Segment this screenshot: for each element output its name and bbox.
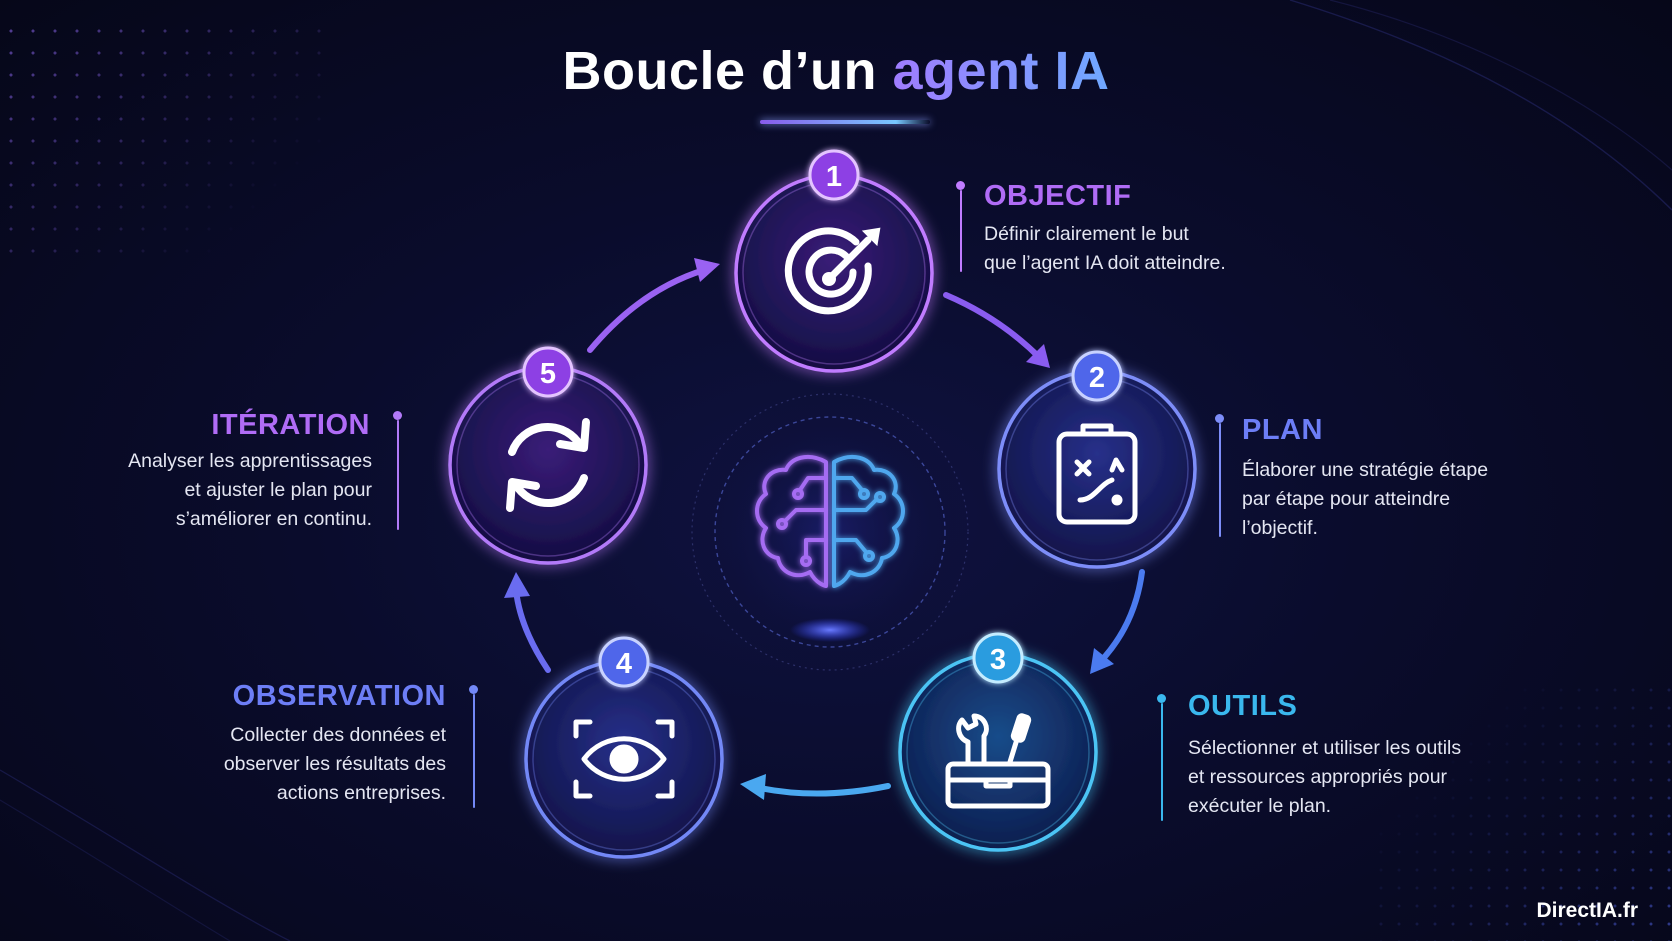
step-5-marker-line bbox=[396, 420, 399, 530]
center-hub bbox=[690, 392, 970, 672]
step-3-marker-dot bbox=[1157, 694, 1166, 703]
step-4-marker-dot bbox=[469, 685, 478, 694]
title-underline bbox=[760, 120, 930, 124]
step-1-description: Définir clairement le but que l’agent IA… bbox=[984, 220, 1226, 278]
decorative-curve bbox=[0, 769, 291, 941]
step-3-number: 3 bbox=[990, 644, 1006, 676]
eye-scan-icon bbox=[573, 719, 675, 799]
step-4-marker-line bbox=[472, 694, 475, 808]
step-4-number: 4 bbox=[616, 648, 632, 680]
step-5-node bbox=[448, 365, 648, 565]
brand-logo: DirectIA.fr bbox=[1536, 899, 1638, 922]
step-2-description: Élaborer une stratégie étape par étape p… bbox=[1242, 456, 1488, 543]
step-4-desc-line: observer les résultats des bbox=[223, 753, 446, 775]
step-2-desc-line: l’objectif. bbox=[1242, 517, 1318, 539]
step-3-desc-line: exécuter le plan. bbox=[1188, 795, 1332, 817]
toolbox-icon bbox=[945, 713, 1051, 809]
step-3-desc-line: et ressources appropriés pour bbox=[1188, 766, 1448, 788]
decorative-dots-bottom-right bbox=[1372, 681, 1672, 941]
step-2-number: 2 bbox=[1089, 362, 1105, 394]
step-4-title: OBSERVATION bbox=[232, 680, 446, 712]
arrow-2-to-3 bbox=[1090, 569, 1145, 674]
arrow-4-to-5 bbox=[504, 572, 551, 673]
step-5-number: 5 bbox=[540, 358, 556, 390]
step-3-marker-line bbox=[1160, 703, 1163, 821]
step-5-badge: 5 bbox=[522, 346, 574, 398]
refresh-cycle-icon bbox=[506, 418, 590, 512]
step-3-badge: 3 bbox=[972, 632, 1024, 684]
step-4-description: Collecter des données et observer les ré… bbox=[224, 721, 446, 808]
decorative-curve bbox=[0, 799, 231, 941]
step-4-desc-line: actions entreprises. bbox=[276, 782, 446, 804]
step-3-title: OUTILS bbox=[1188, 690, 1298, 722]
step-3-desc-line: Sélectionner et utiliser les outils bbox=[1188, 737, 1462, 759]
decorative-curve bbox=[1289, 0, 1672, 211]
step-1-title: OBJECTIF bbox=[984, 180, 1132, 212]
target-arrow-icon bbox=[784, 227, 881, 315]
decorative-dots-top-left bbox=[0, 20, 330, 260]
step-1-number: 1 bbox=[826, 161, 842, 193]
step-5-desc-line: et ajuster le plan pour bbox=[184, 479, 372, 501]
step-2-marker-dot bbox=[1215, 414, 1224, 423]
arrow-5-to-1 bbox=[587, 258, 720, 353]
brain-circuit-icon bbox=[755, 454, 905, 588]
step-1-badge: 1 bbox=[808, 149, 860, 201]
step-1-marker-dot bbox=[956, 181, 965, 190]
step-2-desc-line: Élaborer une stratégie étape bbox=[1242, 459, 1489, 481]
step-1-desc-line: Définir clairement le but bbox=[984, 223, 1189, 245]
page-title: Boucle d’un agent IA bbox=[0, 40, 1672, 102]
title-main: Boucle d’un bbox=[562, 41, 877, 101]
title-accent: agent IA bbox=[892, 41, 1110, 101]
step-2-title: PLAN bbox=[1242, 414, 1323, 446]
arrow-1-to-2 bbox=[943, 292, 1050, 368]
clipboard-strategy-icon bbox=[1056, 423, 1138, 525]
step-4-badge: 4 bbox=[598, 636, 650, 688]
step-4-desc-line: Collecter des données et bbox=[230, 724, 446, 746]
step-2-node bbox=[997, 369, 1197, 569]
step-5-description: Analyser les apprentissages et ajuster l… bbox=[128, 447, 372, 534]
decorative-curve bbox=[1329, 0, 1672, 171]
step-5-desc-line: s’améliorer en continu. bbox=[175, 508, 372, 530]
step-5-marker-dot bbox=[393, 411, 402, 420]
step-3-description: Sélectionner et utiliser les outils et r… bbox=[1188, 734, 1461, 821]
step-2-badge: 2 bbox=[1071, 350, 1123, 402]
arrow-3-to-4 bbox=[740, 774, 891, 800]
step-5-desc-line: Analyser les apprentissages bbox=[128, 450, 372, 472]
step-2-marker-line bbox=[1218, 423, 1221, 537]
step-5-title: ITÉRATION bbox=[211, 409, 370, 441]
step-1-marker-line bbox=[959, 190, 962, 272]
step-2-desc-line: par étape pour atteindre bbox=[1242, 488, 1451, 510]
step-1-desc-line: que l’agent IA doit atteindre. bbox=[984, 252, 1226, 274]
